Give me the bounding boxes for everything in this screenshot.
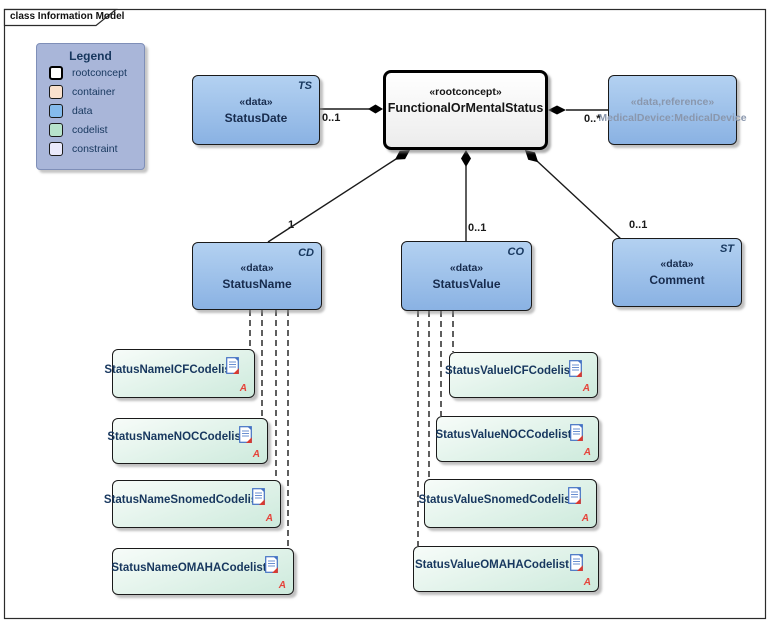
codelist-statusvalue-omaha[interactable]: StatusValueOMAHACodelist A [413, 546, 599, 592]
constraint-swatch-icon [49, 141, 63, 156]
legend-item-label: container [72, 85, 116, 98]
datatype-label: TS [297, 80, 312, 92]
codelist-statusname-icf[interactable]: StatusNameICFCodelist A [104, 349, 255, 398]
stereotype: «data,reference» [630, 95, 715, 108]
legend-panel[interactable]: Legend rootconcept container data codeli… [36, 43, 145, 170]
document-icon [265, 556, 278, 573]
class-name: StatusValue [432, 276, 501, 291]
legend-item-label: rootconcept [72, 66, 127, 79]
codelist-statusname-omaha[interactable]: StatusNameOMAHACodelist A [111, 548, 294, 595]
codelist-statusvalue-icf[interactable]: StatusValueICFCodelist A [444, 352, 598, 398]
codelist-name: StatusNameSnomedCodelist [103, 494, 262, 506]
legend-item-constraint: constraint [49, 139, 144, 158]
artifact-marker: A [582, 383, 590, 394]
frame-tab [3, 8, 118, 27]
multiplicity-medicaldevice: 0..* [584, 113, 601, 125]
codelist-name: StatusValueICFCodelist [444, 365, 575, 377]
datatype-label: CD [298, 247, 314, 259]
artifact-marker: A [252, 449, 260, 460]
connector-comment [536, 160, 623, 241]
class-name: FunctionalOrMentalStatus [387, 101, 544, 115]
artifact-marker: A [239, 383, 247, 394]
legend-item-label: data [72, 104, 93, 117]
datatype-label: CO [507, 246, 525, 258]
codelist-name: StatusNameICFCodelist [104, 363, 235, 376]
multiplicity-statusname: 1 [288, 219, 295, 231]
multiplicity-statusdate: 0..1 [322, 112, 341, 124]
document-icon [252, 488, 265, 505]
codelist-name: StatusNameOMAHACodelist [111, 561, 267, 574]
legend-item-label: codelist [72, 123, 108, 136]
codelist-statusvalue-noc[interactable]: StatusValueNOCCodelist A [435, 416, 599, 462]
rootconcept-swatch-icon [49, 65, 63, 80]
class-name: Comment [649, 273, 705, 287]
class-statusname[interactable]: CD «data» StatusName [192, 242, 322, 310]
multiplicity-statusvalue: 0..1 [468, 222, 487, 234]
datatype-label: ST [719, 243, 734, 255]
composition-diamond-statusdate [368, 104, 383, 114]
connector-statusname [267, 158, 397, 243]
legend-item-label: constraint [72, 142, 118, 155]
codelist-name: StatusValueOMAHACodelist [415, 559, 569, 571]
data-swatch-icon [49, 103, 63, 118]
legend-item-container: container [49, 82, 144, 101]
stereotype: «data» [239, 95, 273, 108]
codelist-statusname-snomed[interactable]: StatusNameSnomedCodelist A [103, 480, 281, 528]
class-name: StatusName [222, 276, 292, 291]
composition-diamond-comment [525, 150, 539, 163]
document-icon [568, 487, 581, 504]
artifact-marker: A [583, 447, 591, 458]
legend-item-data: data [49, 101, 144, 120]
class-statusdate[interactable]: TS «data» StatusDate [192, 75, 320, 145]
stereotype: «data» [660, 258, 694, 270]
class-comment[interactable]: ST «data» Comment [612, 238, 742, 307]
diagram-frame [3, 8, 767, 620]
frame-label: class Information Model [10, 11, 125, 22]
document-icon [239, 426, 252, 443]
container-swatch-icon [49, 84, 63, 99]
class-name: MedicalDevice:MedicalDevice [598, 111, 747, 124]
composition-diamond-statusvalue [461, 150, 471, 167]
legend-title: Legend [69, 49, 112, 63]
artifact-marker: A [278, 580, 286, 591]
class-functionalormentalstatus[interactable]: «rootconcept» FunctionalOrMentalStatus [383, 70, 548, 150]
composition-diamond-medicaldevice [548, 105, 566, 115]
document-icon [226, 357, 239, 374]
artifact-marker: A [265, 513, 273, 524]
artifact-marker: A [581, 513, 589, 524]
stereotype: «rootconcept» [429, 86, 502, 98]
codelist-name: StatusValueNOCCodelist [435, 429, 572, 441]
class-medicaldevice[interactable]: «data,reference» MedicalDevice:MedicalDe… [598, 75, 747, 145]
composition-diamond-statusname [394, 150, 410, 160]
class-name: StatusDate [224, 110, 288, 125]
codelist-statusvalue-snomed[interactable]: StatusValueSnomedCodelist A [418, 479, 597, 528]
stereotype: «data» [240, 261, 274, 274]
class-statusvalue[interactable]: CO «data» StatusValue [401, 241, 532, 311]
codelist-name: StatusValueSnomedCodelist [418, 493, 575, 506]
codelist-swatch-icon [49, 122, 63, 137]
multiplicity-comment: 0..1 [629, 219, 648, 231]
legend-item-codelist: codelist [49, 120, 144, 139]
stereotype: «data» [449, 261, 484, 274]
document-icon [570, 554, 583, 571]
codelist-statusname-noc[interactable]: StatusNameNOCCodelist A [107, 418, 268, 464]
legend-item-rootconcept: rootconcept [49, 63, 144, 82]
document-icon [570, 424, 583, 441]
artifact-marker: A [583, 577, 591, 588]
document-icon [569, 360, 582, 377]
codelist-name: StatusNameNOCCodelist [107, 431, 245, 443]
